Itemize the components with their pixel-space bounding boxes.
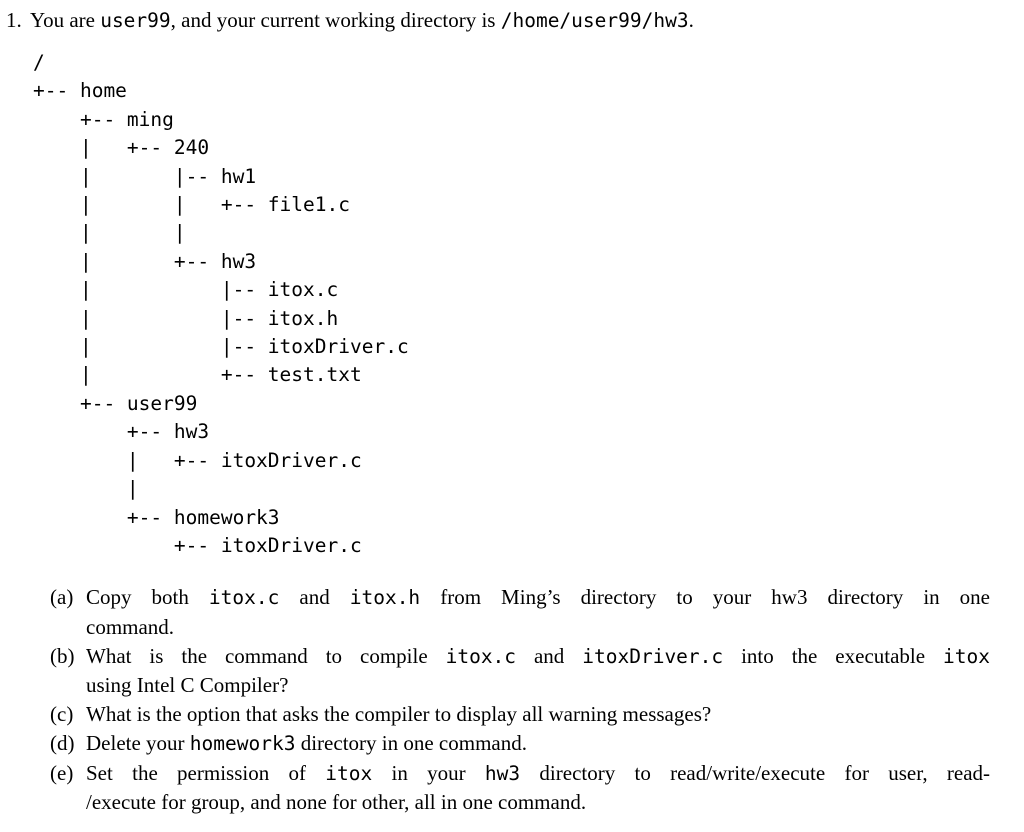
- subquestion-c: (c) What is the option that asks the comp…: [50, 700, 990, 729]
- directory-tree: / +-- home +-- ming | +-- 240 | |-- hw1 …: [33, 51, 409, 557]
- inline-code: itox: [325, 761, 373, 785]
- inline-code: itox.h: [349, 586, 421, 610]
- text-run: and: [516, 643, 583, 668]
- inline-code: itox.c: [208, 586, 280, 610]
- subquestion-label: (a): [50, 585, 74, 610]
- text-run: using Intel C Compiler?: [86, 673, 289, 698]
- text-run: What is the option that asks the compile…: [86, 702, 712, 727]
- text-run: .: [688, 8, 694, 32]
- text-run: Set the permission of: [86, 760, 326, 785]
- text-run: directory to read/write/execute for user…: [520, 760, 991, 785]
- subquestion-e: (e) Set the permission of itox in your hw…: [50, 759, 990, 817]
- subquestion-label: (b): [50, 643, 75, 668]
- text-run: Copy both: [86, 585, 209, 610]
- subquestion-d: (d) Delete your homework3 directory in on…: [50, 729, 990, 759]
- subquestion-b: (b) What is the command to compile itox.c…: [50, 642, 990, 700]
- question-header: 1. You are user99, and your current work…: [0, 0, 1024, 35]
- subquestion-line: What is the option that asks the compile…: [86, 700, 990, 729]
- text-run: in your: [372, 760, 485, 785]
- text-run: directory in one command.: [295, 730, 527, 755]
- inline-code: itoxDriver.c: [582, 644, 724, 668]
- inline-code: itox.c: [445, 644, 517, 668]
- subquestions: (a) Copy both itox.c and itox.h from Ming…: [50, 583, 990, 817]
- inline-code: /home/user99/hw3: [500, 9, 689, 32]
- text-run: into the executable: [723, 643, 944, 668]
- subquestion-a: (a) Copy both itox.c and itox.h from Ming…: [50, 583, 990, 641]
- subquestion-line: /execute for group, and none for other, …: [86, 788, 990, 817]
- inline-code: user99: [100, 9, 171, 32]
- question-intro: You are user99, and your current working…: [30, 8, 694, 32]
- text-run: You are: [30, 8, 101, 32]
- text-run: Delete your: [86, 730, 190, 755]
- text-run: /execute for group, and none for other, …: [86, 790, 587, 815]
- subquestion-line: Delete your homework3 directory in one c…: [86, 729, 990, 759]
- subquestion-line: command.: [86, 613, 990, 642]
- text-run: , and your current working directory is: [170, 8, 501, 32]
- subquestion-line: Copy both itox.c and itox.h from Ming’s …: [86, 583, 990, 613]
- text-run: What is the command to compile: [86, 643, 446, 668]
- subquestion-label: (e): [50, 760, 74, 785]
- subquestion-line: using Intel C Compiler?: [86, 671, 990, 700]
- text-run: and: [279, 585, 350, 610]
- subquestion-label: (d): [50, 730, 75, 755]
- text-run: from Ming’s directory to your hw3 direct…: [420, 585, 991, 610]
- subquestion-line: Set the permission of itox in your hw3 d…: [86, 759, 990, 789]
- inline-code: homework3: [189, 731, 296, 755]
- inline-code: hw3: [484, 761, 521, 785]
- text-run: command.: [86, 615, 175, 640]
- subquestion-label: (c): [50, 702, 74, 727]
- inline-code: itox: [943, 644, 990, 668]
- question-number: 1.: [6, 8, 22, 32]
- subquestion-line: What is the command to compile itox.c an…: [86, 642, 990, 672]
